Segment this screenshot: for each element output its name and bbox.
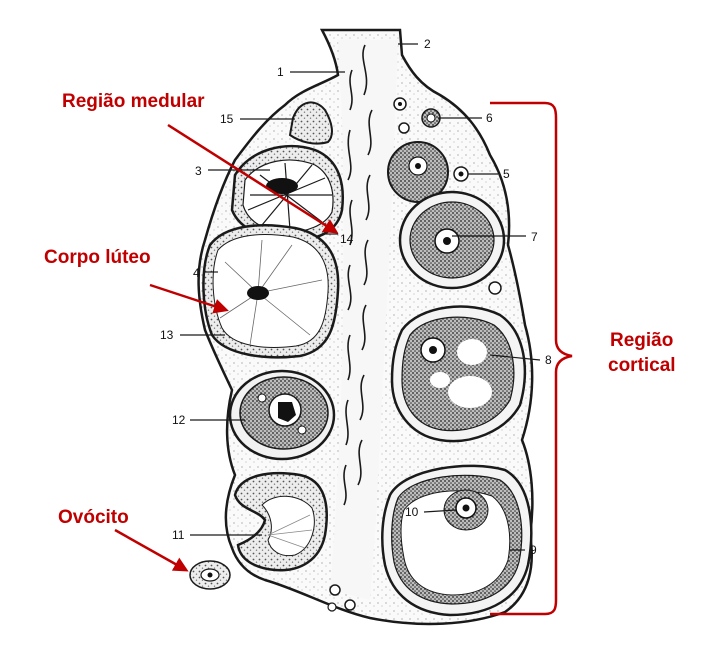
number-leaders [180,43,541,551]
annotation-arrows [114,123,339,572]
number-label-13: 13 [160,328,174,342]
number-label-5: 5 [503,167,510,181]
label-oocyte: Ovócito [58,507,129,528]
number-label-4: 4 [193,266,200,280]
corpus-luteum [202,223,340,359]
label-corpus-luteum: Corpo lúteo [44,247,151,268]
number-label-1: 1 [277,65,284,79]
cortical-bracket [490,101,573,616]
number-label-15: 15 [220,112,234,126]
number-label-3: 3 [195,164,202,178]
number-label-9: 9 [530,543,537,557]
number-labels: 1 2 3 4 5 6 7 8 9 10 11 12 13 14 15 [160,37,552,557]
number-label-7: 7 [531,230,538,244]
label-cortical-region-line2: cortical [608,355,676,376]
corpus-albicans [288,101,333,145]
number-label-8: 8 [545,353,552,367]
released-oocyte [189,560,231,590]
label-cortical-region-line1: Região [610,330,673,351]
medullary-vessels [343,44,373,506]
number-label-11: 11 [172,528,185,542]
number-label-12: 12 [172,413,186,427]
mature-follicle [381,464,533,617]
antral-follicle [390,305,526,443]
atretic-follicle [228,369,336,461]
number-label-14: 14 [340,232,354,246]
primary-follicle [387,141,449,203]
label-medullary-region: Região medular [62,91,205,112]
secondary-follicle [398,190,506,290]
number-label-2: 2 [424,37,431,51]
primordial-follicles [327,97,502,612]
number-label-10: 10 [405,505,419,519]
ruptured-follicle [233,471,328,572]
number-label-6: 6 [486,111,493,125]
